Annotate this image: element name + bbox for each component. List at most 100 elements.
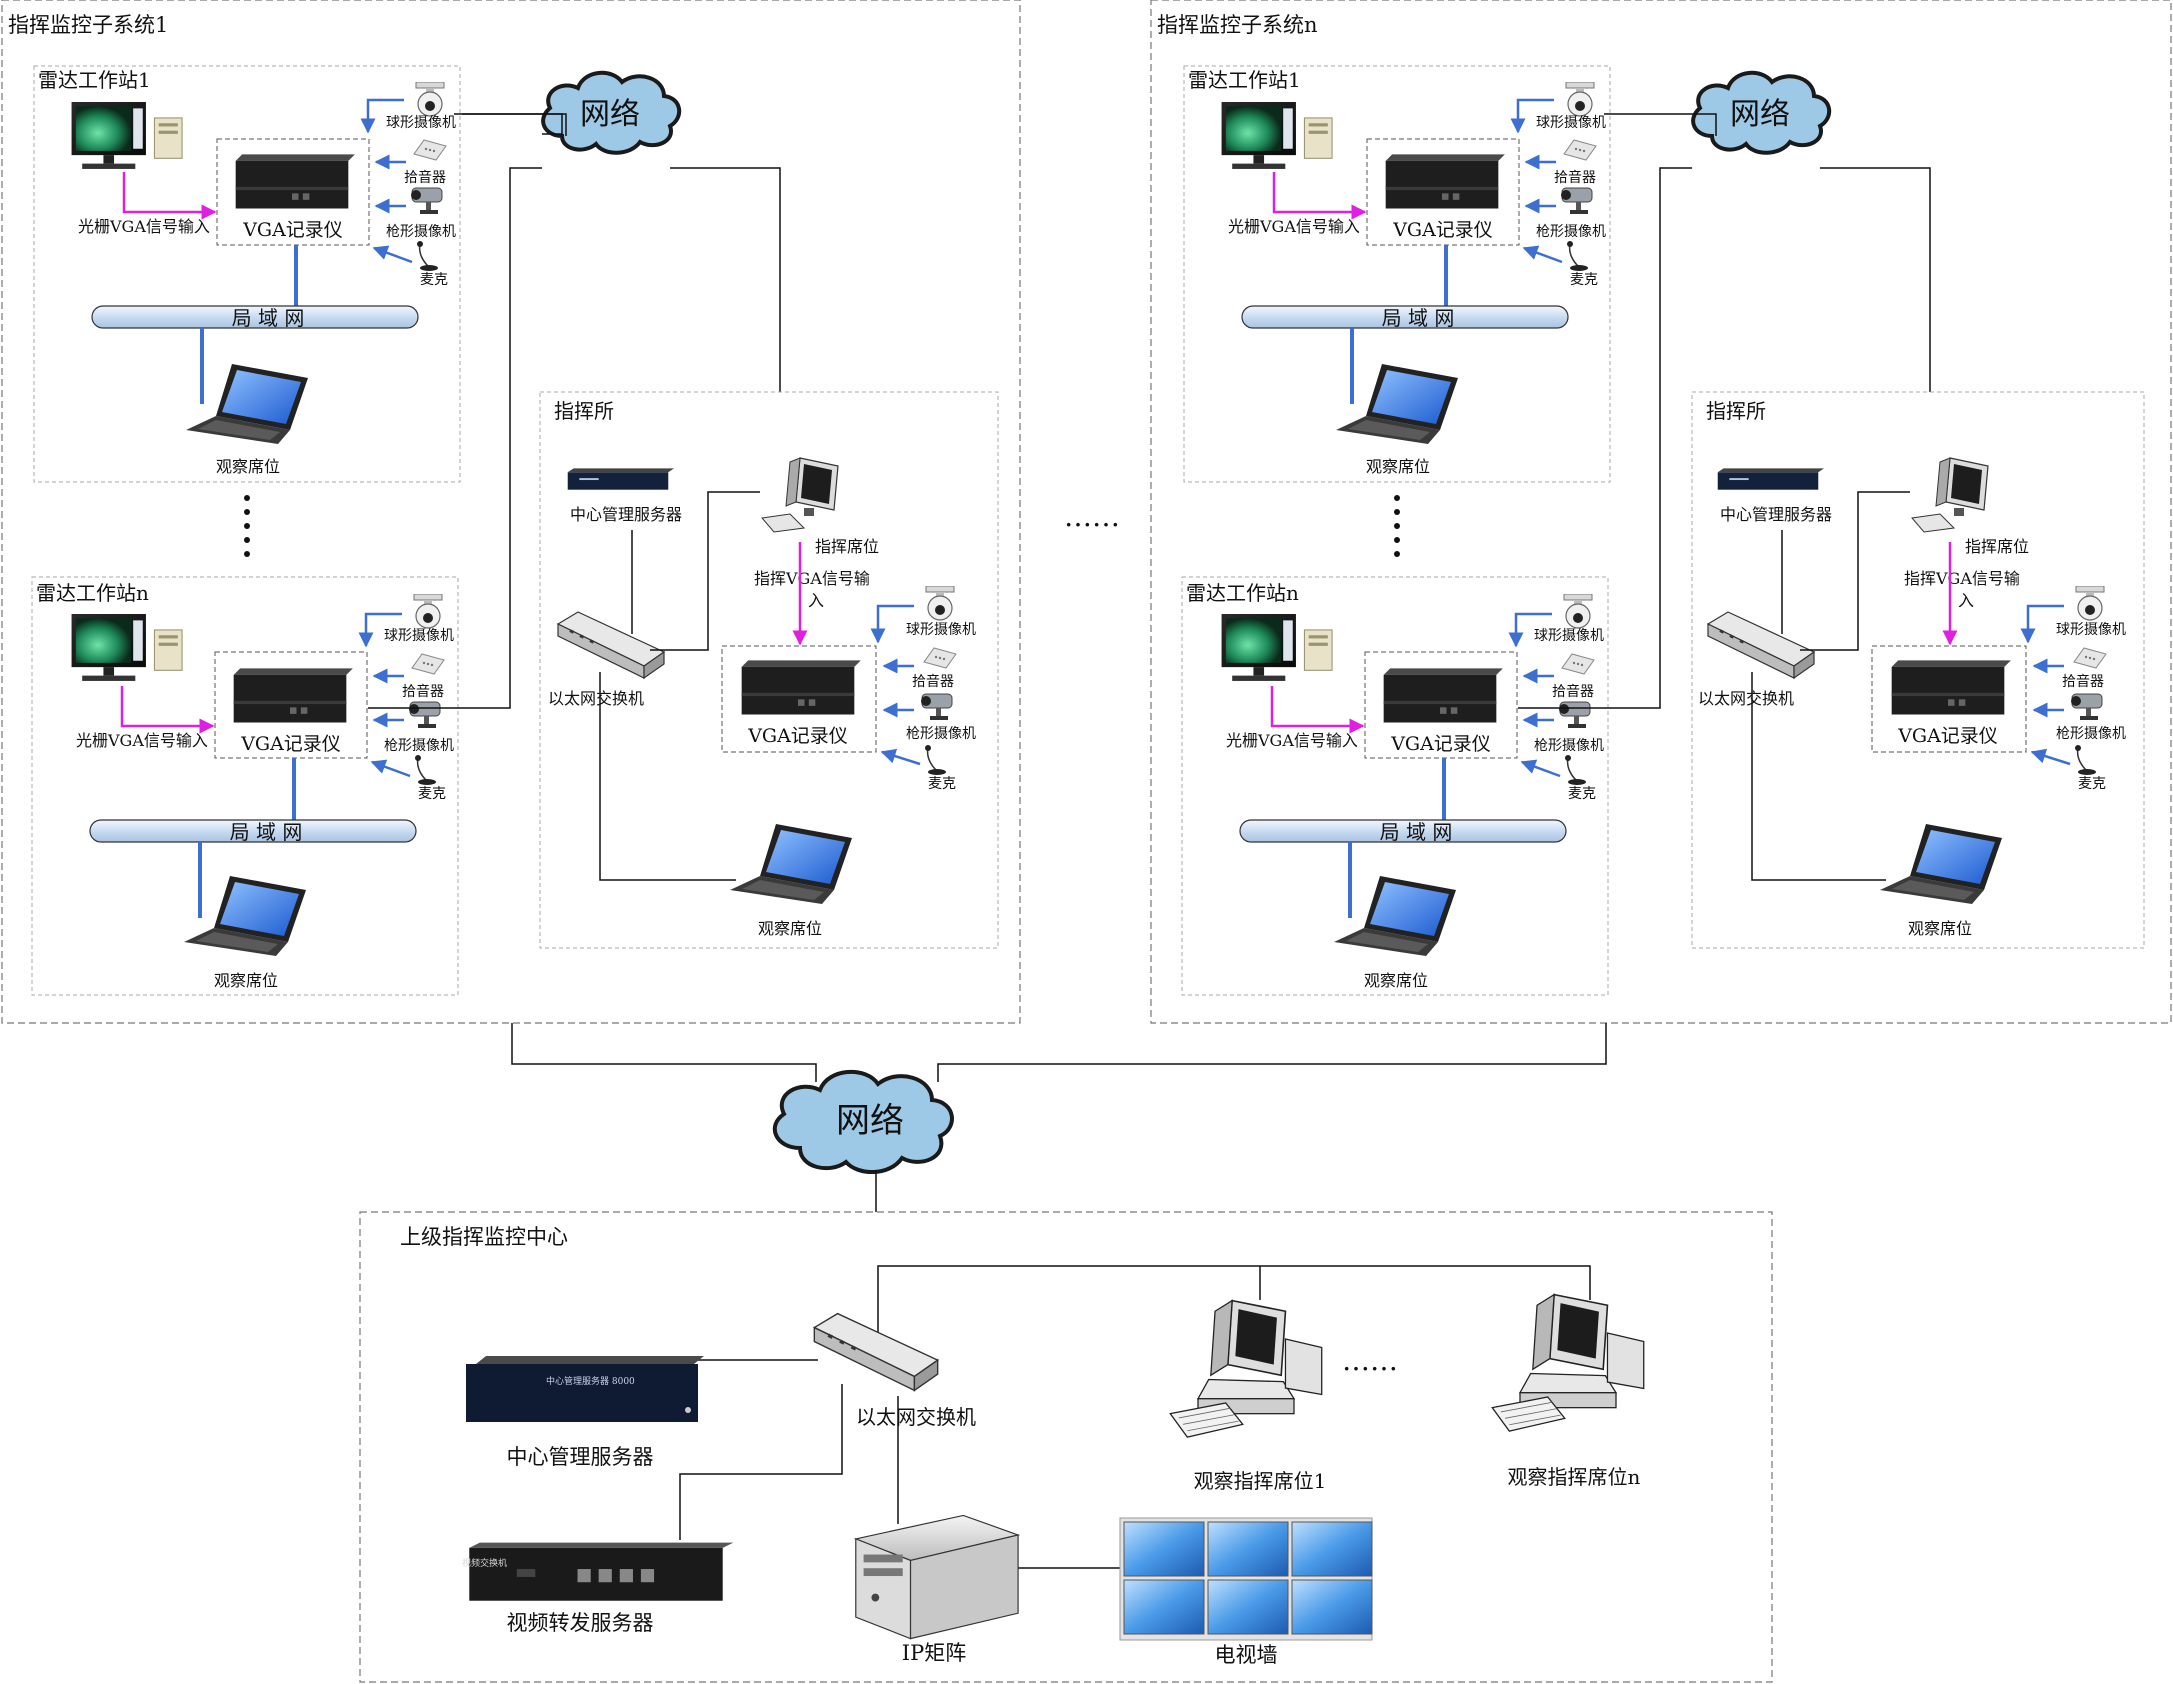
vga-input-label: 光栅VGA信号输入 (76, 731, 208, 750)
gun-camera-label: 枪形摄像机 (386, 223, 456, 240)
tv-screen-icon (1123, 1579, 1205, 1635)
vga-input-label: 指挥VGA信号输 (754, 569, 870, 588)
pickup-label: 拾音器 (1554, 169, 1596, 186)
observer-label: 观察席位 (758, 919, 822, 938)
vga-recorder-icon (1891, 660, 2011, 715)
tv-screen-icon (1207, 1579, 1289, 1635)
dome-camera-label: 球形摄像机 (1534, 628, 1604, 644)
pickup-label: 拾音器 (404, 169, 446, 186)
mic-icon (2074, 744, 2097, 776)
tv-screen-icon (1207, 1521, 1289, 1577)
gun-camera-label: 枪形摄像机 (2056, 725, 2126, 742)
dome-camera-icon (413, 594, 443, 629)
observer-label: 观察席位 (214, 971, 278, 990)
vertical-ellipsis (244, 495, 250, 557)
station-title: 雷达工作站n (1186, 581, 1299, 605)
command-post-title: 指挥所 (554, 399, 614, 423)
mic-icon (924, 744, 947, 776)
vga-recorder-label: VGA记录仪 (242, 219, 343, 241)
vga-recorder-label: VGA记录仪 (240, 733, 341, 755)
gun-camera-icon (410, 187, 443, 215)
tv-screen-icon (1291, 1521, 1373, 1577)
server-label: 中心管理服务器 (570, 505, 682, 524)
switch-icon (1707, 611, 1815, 679)
radar-station-n: 雷达工作站n VGA记录仪 光栅VGA信号输入 球形摄像机 拾音器 枪形摄像机 … (1181, 576, 1609, 996)
pickup-icon (1563, 139, 1597, 161)
tv-screen-icon (1291, 1579, 1373, 1635)
command-monitor-icon (1911, 457, 1989, 533)
radar-station-1: 雷达工作站1 VGA记录仪 光栅VGA信号输入 球形摄像机 拾音器 枪形摄像机 … (33, 65, 461, 483)
mic-label: 麦克 (928, 776, 956, 792)
video-server-label: 视频转发服务器 (507, 1611, 654, 1635)
subsystem-1: 指挥监控子系统1 (1, 0, 1021, 1024)
tv-wall-label: 电视墙 (1215, 1643, 1278, 1667)
pickup-label: 拾音器 (912, 673, 954, 690)
ip-matrix-icon (855, 1514, 1019, 1640)
mic-label: 麦克 (418, 786, 446, 802)
lan-label: 局 域 网 (230, 820, 303, 844)
observer-label: 观察席位 (1908, 919, 1972, 938)
switch-icon (813, 1312, 939, 1392)
vga-input-label: 光栅VGA信号输入 (1228, 217, 1360, 236)
station-title: 雷达工作站1 (38, 68, 151, 92)
station-title: 雷达工作站1 (1188, 68, 1301, 92)
radar-pc-icon (71, 614, 183, 682)
link-stationn-network (368, 167, 542, 709)
laptop-icon (1334, 876, 1456, 956)
seat-n-label: 观察指挥席位n (1508, 1465, 1641, 1489)
pickup-icon (1561, 653, 1595, 675)
command-seat-label: 指挥席位 (1965, 537, 2029, 556)
command-seat-label: 指挥席位 (815, 537, 879, 556)
network-cloud-1: 网络 (541, 70, 681, 155)
pickup-label: 拾音器 (2062, 673, 2104, 690)
video-badge: 视频交换机 (462, 1557, 507, 1569)
gun-camera-label: 枪形摄像机 (1534, 737, 1604, 754)
pickup-icon (923, 647, 957, 669)
gun-camera-icon (1560, 187, 1593, 215)
pickup-icon (413, 139, 447, 161)
switch-icon (557, 611, 665, 679)
vga-recorder-icon (1383, 668, 1503, 723)
server-label: 中心管理服务器 (507, 1445, 654, 1469)
observer-label: 观察席位 (216, 457, 280, 476)
subsystem-title: 指挥监控子系统n (1157, 13, 1318, 37)
vga-input-label-line2: 入 (808, 591, 824, 610)
link-station1-network (454, 113, 567, 136)
vga-input-label: 指挥VGA信号输 (1904, 569, 2020, 588)
station-title: 雷达工作站n (36, 581, 149, 605)
subsystem-n: 指挥监控子系统n (1150, 0, 2172, 1024)
radar-pc-icon (1221, 102, 1333, 170)
pickup-icon (2073, 647, 2107, 669)
dome-camera-label: 球形摄像机 (384, 628, 454, 644)
gun-camera-icon (920, 693, 953, 721)
vga-recorder-label: VGA记录仪 (1897, 725, 1998, 747)
pickup-label: 拾音器 (1552, 683, 1594, 700)
video-forward-server: 视频交换机 (462, 1542, 734, 1601)
network-label: 网络 (1730, 97, 1790, 132)
subsystem-title: 指挥监控子系统1 (8, 13, 168, 37)
network-label: 网络 (580, 97, 640, 132)
gun-camera-icon (2070, 693, 2103, 721)
dome-camera-label: 球形摄像机 (2056, 622, 2126, 638)
server-icon (567, 468, 675, 490)
mic-icon (1566, 240, 1589, 272)
between-ellipsis: …… (1064, 500, 1120, 533)
switch-label: 以太网交换机 (548, 689, 644, 708)
pickup-label: 拾音器 (402, 683, 444, 700)
vga-input-label-line2: 入 (1958, 591, 1974, 610)
lan-label: 局 域 网 (1382, 306, 1455, 330)
seats-ellipsis: …… (1342, 1344, 1398, 1377)
center-title: 上级指挥监控中心 (400, 1225, 568, 1249)
vga-input-label: 光栅VGA信号输入 (1226, 731, 1358, 750)
network-label: 网络 (836, 1101, 904, 1141)
vga-recorder-label: VGA记录仪 (1392, 219, 1493, 241)
main-network-cloud: 网络 (772, 1070, 954, 1175)
switch-label: 以太网交换机 (856, 1405, 976, 1429)
observer-label: 观察席位 (1366, 457, 1430, 476)
command-monitor-icon (761, 457, 839, 533)
observer-workstation-icon (1169, 1299, 1323, 1438)
observer-workstation-icon (1491, 1293, 1645, 1432)
dome-camera-icon (1563, 594, 1593, 629)
laptop-icon (186, 364, 308, 444)
